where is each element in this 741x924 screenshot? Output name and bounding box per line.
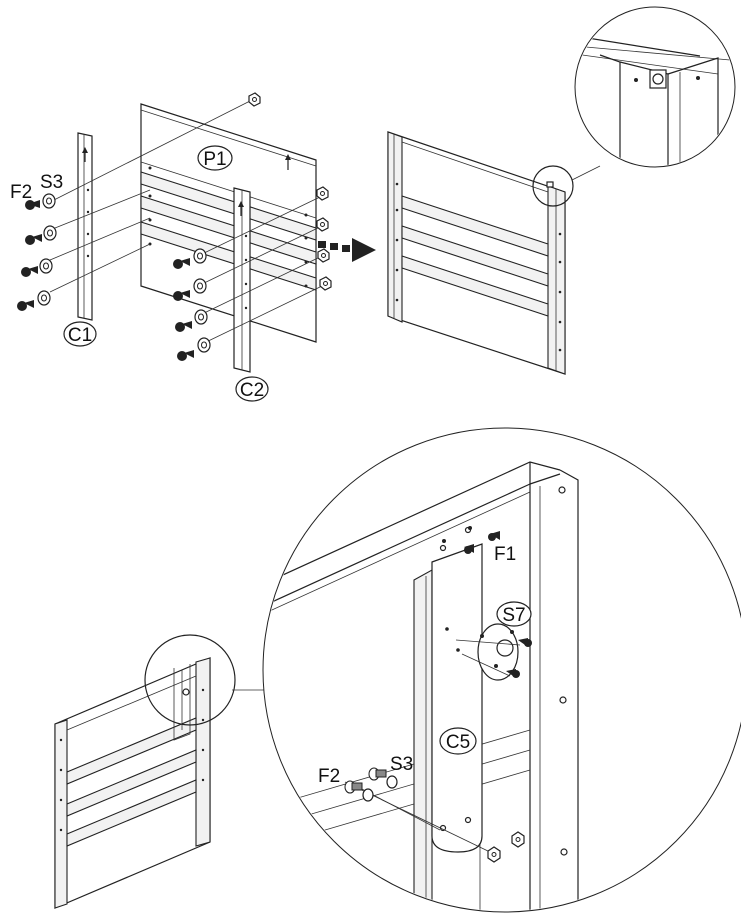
- panel-slats: [140, 171, 317, 291]
- up-arrow-icon: [238, 201, 244, 216]
- screw-icon: [17, 300, 34, 311]
- small-panel: [54, 634, 265, 909]
- up-arrow-icon: [82, 147, 88, 162]
- small-highlight-circle: [144, 634, 236, 726]
- bottom-detail-view: C5 S7: [54, 427, 741, 913]
- washer-icon: [194, 309, 208, 325]
- nut-icon: [487, 846, 501, 863]
- label-ellipse-c5: [439, 727, 477, 755]
- washer-icon: [37, 290, 51, 306]
- label-f2-top: F2: [10, 182, 32, 203]
- exploded-view: P1 C1 C2: [10, 92, 332, 402]
- label-s3-top: S3: [40, 172, 63, 193]
- washer-icon: [362, 788, 374, 802]
- nut-icon: [316, 217, 329, 232]
- screw-icon: [506, 669, 520, 678]
- screw-icon: [175, 321, 192, 332]
- washer-icon: [193, 248, 207, 264]
- corner-detail-zoom: [574, 6, 736, 168]
- label-c5: C5: [446, 732, 470, 753]
- screw-icon: [21, 266, 38, 277]
- screw-icon: [173, 290, 190, 301]
- label-p1: P1: [203, 149, 226, 170]
- washer-icon: [197, 337, 211, 353]
- washer-icon: [43, 225, 57, 241]
- nut-icon: [316, 186, 329, 201]
- washer-icon: [193, 278, 207, 294]
- screw-icon: [518, 638, 532, 647]
- label-s3-bottom: S3: [390, 754, 413, 775]
- detail-highlight-circle: [532, 165, 574, 207]
- nut-icon: [317, 248, 330, 263]
- screw-icon: [25, 200, 40, 210]
- dashed-right-arrow-icon: [318, 238, 376, 262]
- label-c1: C1: [68, 325, 92, 346]
- screw-icon: [344, 780, 363, 794]
- assembled-panel: [387, 131, 601, 375]
- label-f1: F1: [494, 544, 516, 565]
- label-ellipse-c2: [235, 376, 269, 402]
- washer-icon: [42, 193, 56, 209]
- label-c2: C2: [240, 380, 264, 401]
- screw-icon: [25, 234, 42, 245]
- nut-icon: [248, 92, 261, 107]
- screw-icon: [488, 531, 500, 541]
- label-ellipse-c1: [63, 321, 97, 347]
- nut-icon: [319, 276, 332, 291]
- label-ellipse-p1: [197, 145, 233, 171]
- label-ellipse-s7: [496, 601, 532, 627]
- nut-icon: [511, 831, 525, 848]
- bracket-c5: [431, 543, 483, 853]
- screw-icon: [177, 350, 194, 361]
- label-s7: S7: [502, 605, 525, 626]
- screw-icon: [368, 767, 387, 781]
- up-arrow-icon: [285, 154, 291, 170]
- washer-icon: [39, 258, 53, 274]
- screw-icon: [173, 258, 190, 269]
- washer-icon: [386, 775, 398, 789]
- screw-icon: [464, 544, 474, 554]
- label-f2-bottom: F2: [318, 766, 340, 787]
